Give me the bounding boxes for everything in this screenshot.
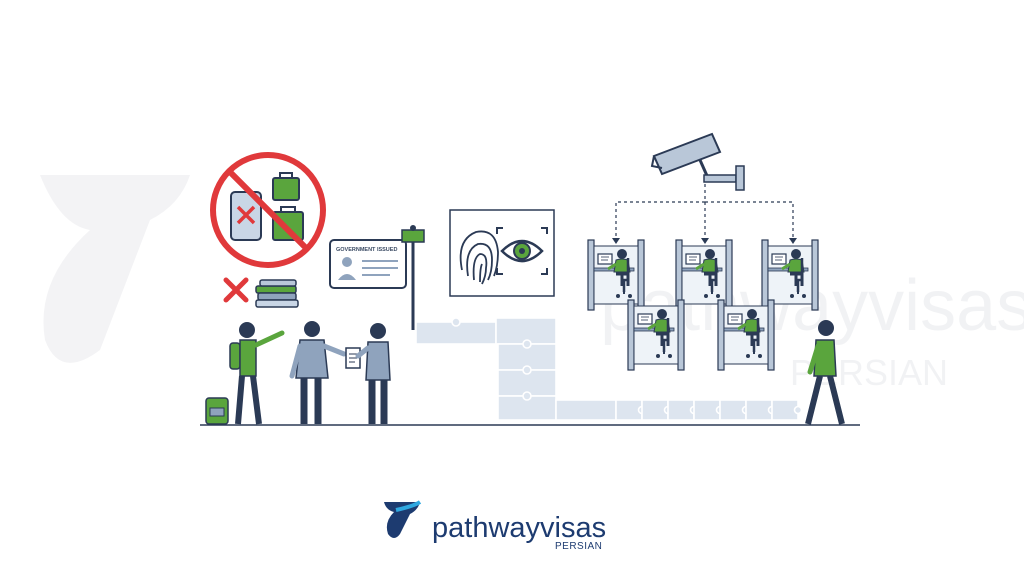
cctv-camera-icon	[650, 132, 745, 191]
no-books-marker	[223, 277, 299, 308]
backpack-icon	[205, 397, 229, 425]
student-with-backpack	[229, 322, 285, 425]
brand-sub: PERSIAN	[555, 541, 602, 552]
logo-mark-icon	[384, 502, 420, 538]
bag-icon	[272, 172, 300, 201]
checkpoint-pole	[401, 225, 425, 330]
cross-icon	[223, 277, 249, 303]
brand-logo: pathwayvisas PERSIAN	[384, 500, 606, 552]
officer-figure	[289, 321, 347, 424]
clipboard-icon	[345, 347, 361, 369]
puzzle-path	[415, 317, 803, 421]
examiner-figure	[355, 323, 391, 424]
id-card-label: GOVERNMENT ISSUED	[336, 247, 397, 253]
eye-scan-icon	[496, 227, 548, 275]
id-card: GOVERNMENT ISSUED	[329, 239, 407, 289]
no-devices-sign	[210, 152, 326, 268]
surveillance-lines	[615, 184, 794, 242]
books-icon	[255, 279, 299, 308]
fingerprint-icon	[459, 230, 499, 285]
biometric-panel	[449, 209, 555, 297]
walking-candidate	[805, 320, 845, 425]
brand-name: pathwayvisas	[432, 512, 606, 544]
